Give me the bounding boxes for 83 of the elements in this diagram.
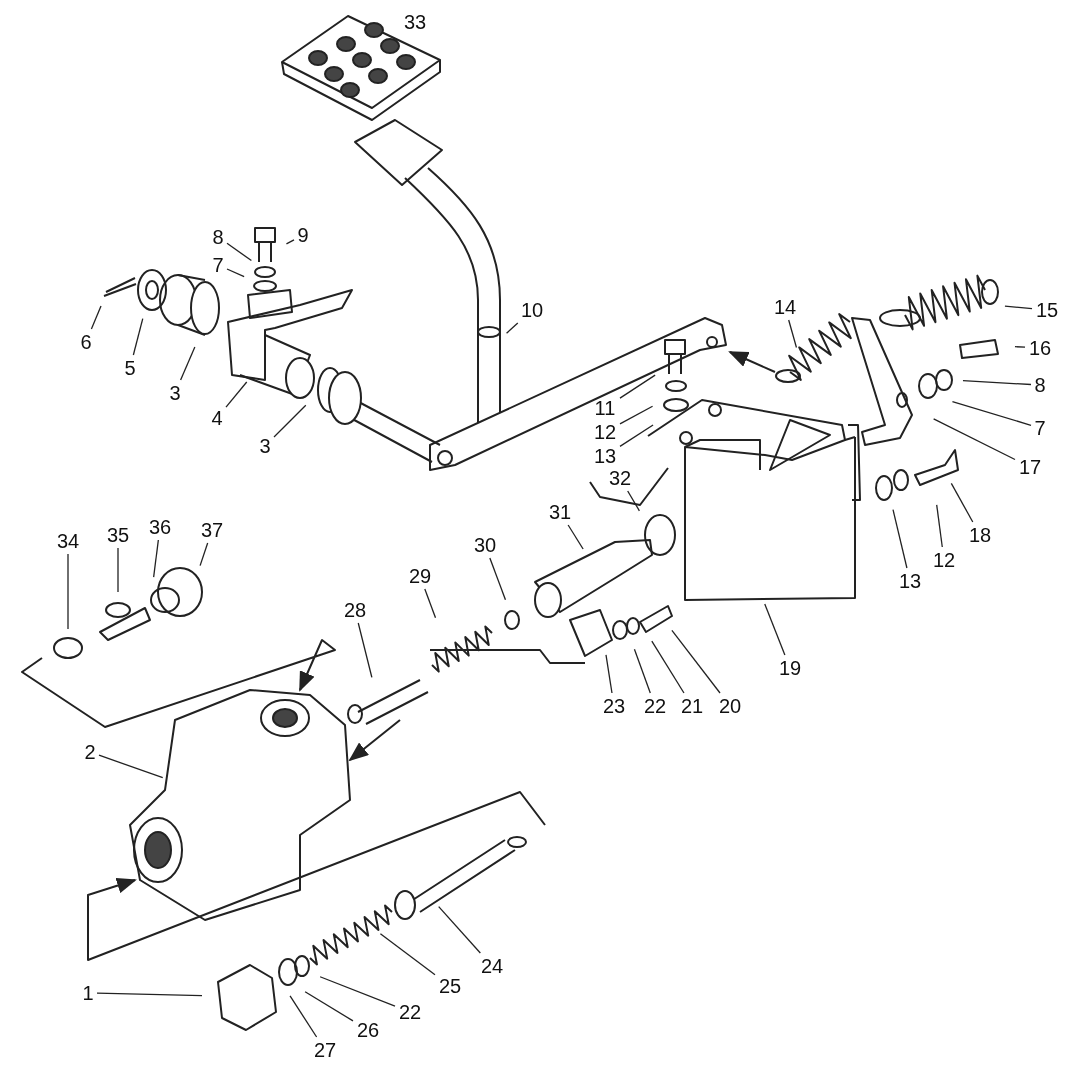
callout-number: 21 (677, 693, 707, 719)
callout-number: 8 (1031, 372, 1049, 398)
leader-line (933, 418, 1016, 461)
leader-line (633, 648, 651, 694)
leader-line (1004, 305, 1033, 310)
leader-line (285, 239, 295, 245)
callout-number: 15 (1032, 297, 1062, 323)
leader-line (619, 374, 656, 399)
callout-number: 25 (435, 973, 465, 999)
leader-line (619, 424, 654, 447)
callout-number: 11 (590, 395, 620, 421)
leader-line (226, 242, 252, 262)
leader-line (627, 490, 641, 512)
leader-line (567, 524, 584, 550)
leader-line (132, 317, 144, 356)
callout-number: 24 (477, 953, 507, 979)
callout-number: 12 (590, 419, 620, 445)
callout-number: 26 (353, 1017, 383, 1043)
leader-line (289, 995, 318, 1038)
callout-number: 22 (640, 693, 670, 719)
leader-line (90, 305, 102, 330)
callout-number: 27 (310, 1037, 340, 1063)
leader-line (226, 268, 245, 278)
leader-line (892, 509, 908, 569)
leader-line (96, 992, 203, 997)
callout-number: 7 (209, 252, 227, 278)
leader-line (379, 933, 436, 976)
leader-line (671, 629, 721, 694)
leader-line (199, 542, 209, 567)
callout-number: 10 (517, 297, 547, 323)
leader-line (936, 504, 943, 548)
leader-line (619, 405, 654, 425)
leader-line (357, 622, 373, 679)
leader-line (950, 482, 974, 523)
callout-number: 6 (77, 329, 95, 355)
callout-number: 34 (53, 528, 83, 554)
callout-number: 9 (294, 222, 312, 248)
callout-number: 4 (208, 405, 226, 431)
callout-number: 31 (545, 499, 575, 525)
callout-number: 19 (775, 655, 805, 681)
leader-line (764, 603, 786, 656)
callout-number: 3 (166, 380, 184, 406)
leader-line (304, 991, 354, 1022)
callout-number: 1 (79, 980, 97, 1006)
leader-line (273, 404, 307, 438)
callout-number: 30 (470, 532, 500, 558)
callout-number: 22 (395, 999, 425, 1025)
leader-line (153, 539, 159, 578)
callout-number: 13 (895, 568, 925, 594)
callout-number: 8 (209, 224, 227, 250)
callout-number: 5 (121, 355, 139, 381)
callout-number: 18 (965, 522, 995, 548)
leader-line (225, 381, 248, 408)
callout-number: 29 (405, 563, 435, 589)
leader-line (788, 319, 798, 349)
callout-number: 17 (1015, 454, 1045, 480)
callout-number: 23 (599, 693, 629, 719)
leader-line (651, 640, 685, 694)
leader-line (489, 557, 507, 601)
leader-line (98, 754, 164, 779)
leader-line (319, 976, 396, 1007)
callout-number: 12 (929, 547, 959, 573)
callout-number: 33 (403, 12, 427, 32)
callout-number: 37 (197, 517, 227, 543)
leader-line (438, 906, 481, 954)
leader-line (117, 547, 119, 593)
leader-line (179, 346, 196, 381)
callout-number: 28 (340, 597, 370, 623)
leader-line (505, 322, 519, 334)
leader-line (962, 380, 1032, 386)
callout-number: 20 (715, 693, 745, 719)
leader-line (1014, 346, 1026, 348)
leader-line (605, 654, 613, 694)
callout-number: 7 (1031, 415, 1049, 441)
callout-number: 14 (770, 294, 800, 320)
leader-line (951, 401, 1032, 426)
callout-number: 2 (81, 739, 99, 765)
leader-line (67, 553, 69, 630)
callout-number: 3 (256, 433, 274, 459)
callout-number: 16 (1025, 335, 1055, 361)
callout-number: 36 (145, 514, 175, 540)
leader-line (424, 588, 437, 619)
callout-number: 35 (103, 522, 133, 548)
